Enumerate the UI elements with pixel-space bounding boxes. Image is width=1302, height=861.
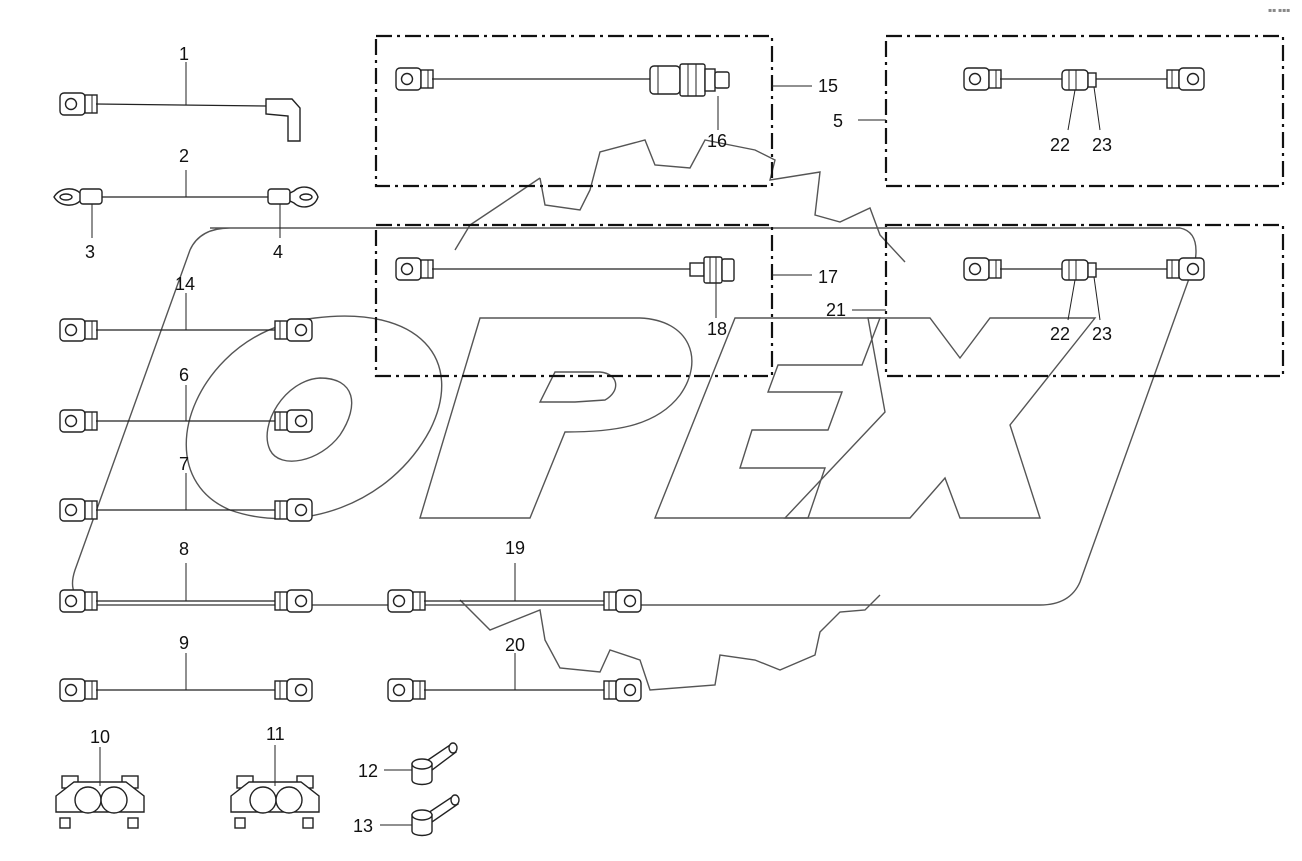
callout-9: 9 [179,633,189,653]
part-10-battery-clamp [55,747,145,829]
group-box-17 [374,223,774,378]
part-14-cable [59,293,313,342]
part-1-cable [59,62,301,142]
callout-7: 7 [179,454,189,474]
callout-10: 10 [90,727,110,747]
callout-11: 11 [266,724,285,744]
watermark-letter-o [185,315,443,520]
callout-22-b: 22 [1050,324,1070,344]
part-2-cable [53,170,319,238]
callout-3: 3 [85,242,95,262]
callout-2: 2 [179,146,189,166]
callout-15: 15 [818,76,838,96]
callout-4: 4 [273,242,283,262]
part-19-cable [387,563,642,613]
part-21-cable-assembly [852,257,1205,321]
callout-19: 19 [505,538,525,558]
corner-mark: ▪▪ ▪▪▪ [1268,7,1290,14]
group-box-15 [374,34,774,188]
part-15-cable-assembly [395,63,812,130]
part-12-terminal [384,742,458,786]
callout-8: 8 [179,539,189,559]
callout-17: 17 [818,267,838,287]
watermark-letter-e [653,317,882,519]
part-11-battery-clamp [230,745,320,829]
callout-21: 21 [826,300,846,320]
part-5-cable-assembly [858,67,1205,131]
callout-14: 14 [175,274,195,294]
part-7-cable [59,473,313,522]
callout-6: 6 [179,365,189,385]
callout-23-b: 23 [1092,324,1112,344]
part-9-cable [59,653,313,702]
callout-5: 5 [833,111,843,131]
callout-13: 13 [353,816,373,836]
callout-16: 16 [707,131,727,151]
opex-watermark [71,139,1197,691]
callout-20: 20 [505,635,525,655]
group-box-5 [884,34,1285,188]
callout-23-a: 23 [1092,135,1112,155]
part-8-cable [59,563,313,613]
part-20-cable [387,653,642,702]
group-box-21 [884,223,1285,378]
watermark-letter-p [419,317,693,519]
watermark-oval [71,227,1197,606]
watermark-letter-x [783,317,1097,519]
callout-22-a: 22 [1050,135,1070,155]
part-17-cable-assembly [395,256,812,318]
callout-1: 1 [179,44,189,64]
callout-18: 18 [707,319,727,339]
callout-12: 12 [358,761,378,781]
part-6-cable [59,385,313,433]
part-13-terminal [380,794,460,837]
watermark-gear-outline [454,139,906,691]
